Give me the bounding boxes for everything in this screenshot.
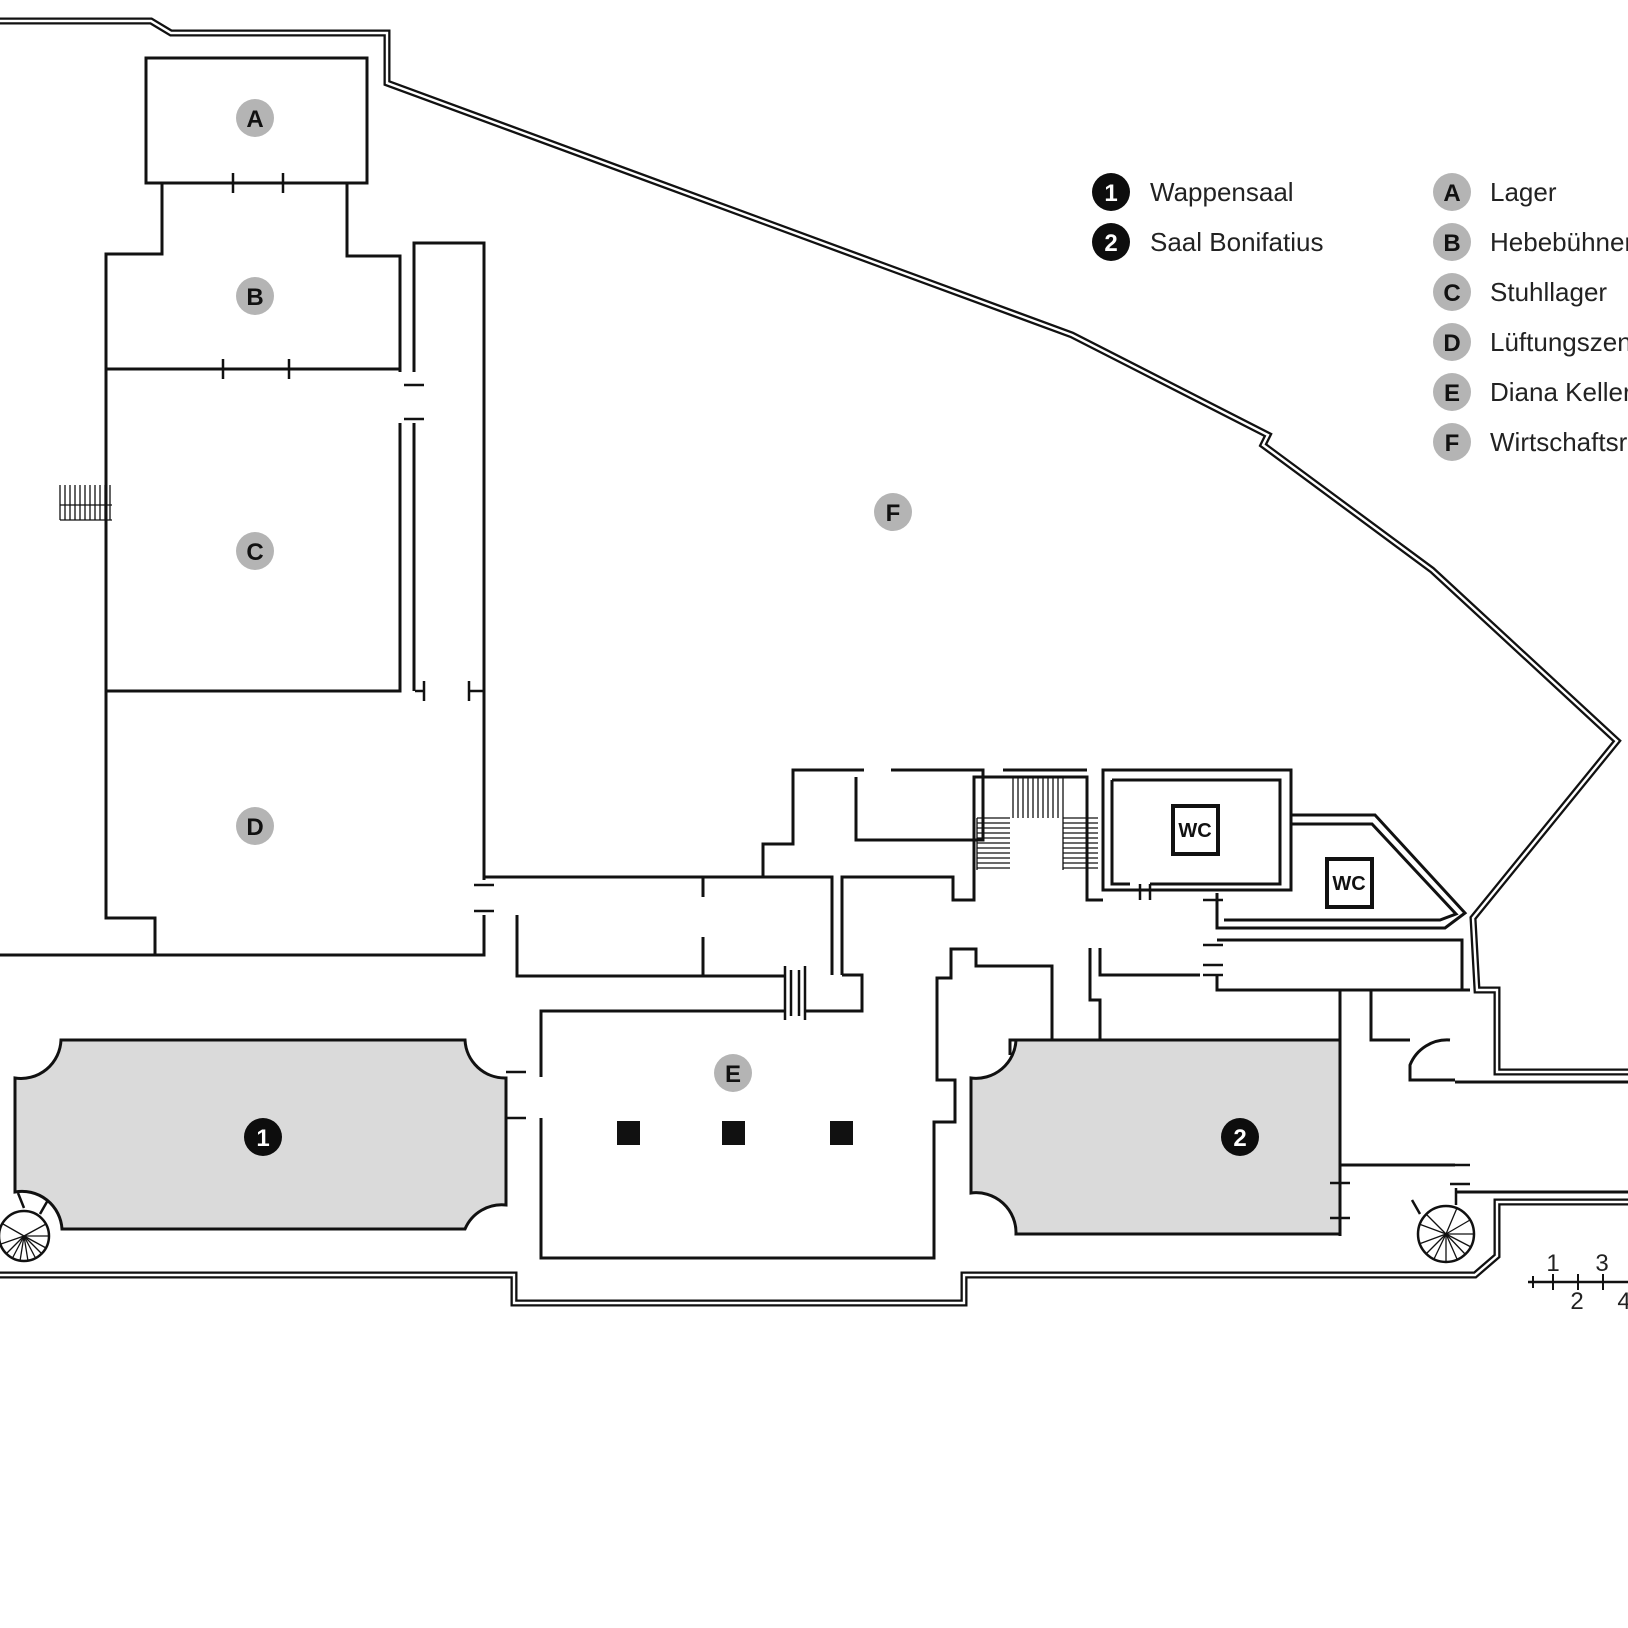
svg-text:B: B	[1443, 230, 1460, 257]
svg-text:C: C	[1443, 280, 1460, 307]
scale-bar: 1 2 3 4	[1528, 1250, 1628, 1315]
svg-text:2: 2	[1233, 1125, 1246, 1152]
svg-text:2: 2	[1104, 230, 1117, 257]
svg-text:B: B	[246, 284, 263, 311]
scale-tick-label: 2	[1570, 1288, 1583, 1315]
hall-badge-2: 2	[1221, 1118, 1259, 1156]
legend-label: Saal Bonifatius	[1150, 227, 1323, 257]
pillar	[830, 1121, 853, 1145]
stair-center-top	[1012, 776, 1065, 818]
room-badge-e: E	[714, 1054, 752, 1092]
room-badge-d: D	[236, 807, 274, 845]
scale-tick-label: 3	[1595, 1250, 1608, 1277]
stair-center-right	[1062, 817, 1098, 870]
hall-2-shape	[969, 1038, 1342, 1236]
room-badge-b: B	[236, 277, 274, 315]
pillar	[722, 1121, 745, 1145]
legend-label: Wappensaal	[1150, 177, 1294, 207]
svg-text:1: 1	[256, 1125, 269, 1152]
hall-badge-1: 1	[244, 1118, 282, 1156]
svg-text:1: 1	[1104, 180, 1117, 207]
legend: 1 Wappensaal 2 Saal Bonifatius A Lager B…	[1092, 173, 1628, 461]
legend-label: Wirtschaftsr	[1490, 427, 1628, 457]
svg-text:C: C	[246, 539, 263, 566]
legend-item-f: F Wirtschaftsr	[1433, 423, 1628, 461]
legend-label: Hebebühnen	[1490, 227, 1628, 257]
svg-text:E: E	[1444, 380, 1460, 407]
svg-text:D: D	[246, 814, 263, 841]
wc-icon-2: WC	[1325, 857, 1374, 909]
interior-walls	[0, 56, 1628, 1260]
svg-text:F: F	[1445, 430, 1460, 457]
pillars	[617, 1121, 853, 1145]
legend-item-2: 2 Saal Bonifatius	[1092, 223, 1323, 261]
wc-label: WC	[1332, 873, 1365, 895]
legend-item-1: 1 Wappensaal	[1092, 173, 1294, 211]
svg-text:D: D	[1443, 330, 1460, 357]
pillar	[617, 1121, 640, 1145]
legend-item-c: C Stuhllager	[1433, 273, 1607, 311]
svg-text:A: A	[246, 106, 263, 133]
room-badge-f: F	[874, 493, 912, 531]
legend-item-d: D Lüftungszen	[1433, 323, 1628, 361]
scale-tick-label: 1	[1546, 1250, 1559, 1277]
legend-label: Lüftungszen	[1490, 327, 1628, 357]
stair-center-left	[976, 817, 1010, 870]
svg-text:F: F	[886, 500, 901, 527]
wc-room-outer	[1101, 768, 1293, 892]
scale-tick-label: 4	[1617, 1288, 1628, 1315]
legend-label: Lager	[1490, 177, 1557, 207]
legend-item-e: E Diana Keller	[1433, 373, 1628, 411]
room-badge-c: C	[236, 532, 274, 570]
room-badge-a: A	[236, 99, 274, 137]
room-a-outline	[144, 56, 369, 185]
spiral-stair-west	[0, 1192, 51, 1263]
svg-text:A: A	[1443, 180, 1460, 207]
staircases	[0, 485, 1476, 1264]
svg-text:E: E	[725, 1061, 741, 1088]
wc-label: WC	[1178, 820, 1211, 842]
door-marks	[106, 173, 1470, 1220]
legend-item-a: A Lager	[1433, 173, 1557, 211]
outer-wall	[0, 17, 1628, 1307]
stair-west	[59, 485, 112, 521]
spiral-stair-east	[1410, 1188, 1476, 1264]
wc-icon-1: WC	[1171, 804, 1220, 856]
legend-label: Diana Keller	[1490, 377, 1628, 407]
legend-item-b: B Hebebühnen	[1433, 223, 1628, 261]
legend-label: Stuhllager	[1490, 277, 1607, 307]
